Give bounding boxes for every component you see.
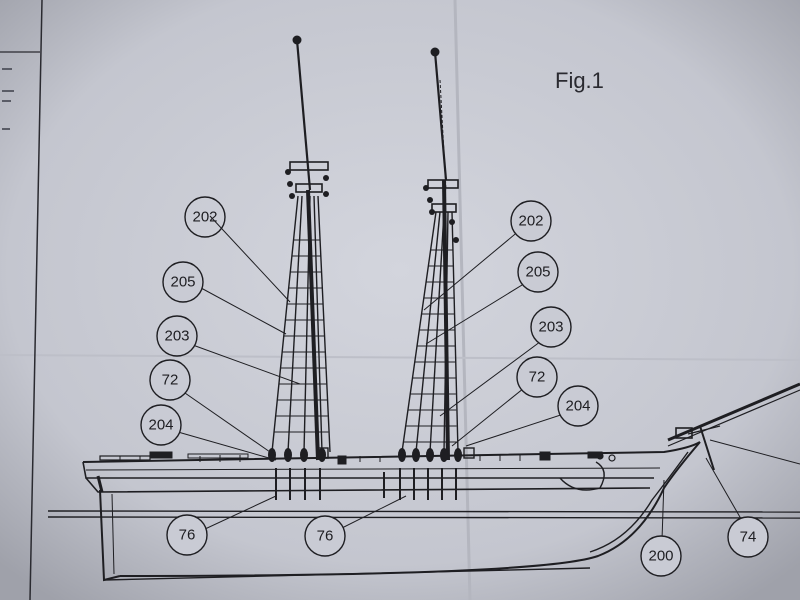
- callout-76-main: 76: [304, 515, 346, 557]
- margin-ink-marks: [2, 68, 14, 130]
- fold-crease: [453, 0, 472, 600]
- callout-203-main: 203: [530, 306, 572, 348]
- waterline: [47, 510, 800, 519]
- fore-ratlines: [274, 239, 329, 433]
- callout-label: 205: [525, 264, 550, 281]
- fold-crease: [0, 354, 800, 361]
- callout-205-fore: 205: [162, 261, 204, 303]
- callout-200: 200: [640, 535, 682, 577]
- rail-stanchions: [119, 455, 521, 462]
- callout-label: 72: [162, 372, 179, 389]
- callout-label: 72: [529, 369, 546, 386]
- fore-shrouds: [271, 195, 331, 453]
- hull: [82, 441, 701, 582]
- callout-label: 202: [192, 209, 217, 226]
- callouts: 202 205 203 72 204 202 205 203: [140, 196, 769, 577]
- callout-label: 204: [565, 398, 590, 415]
- callout-203-fore: 203: [156, 315, 198, 357]
- page-border: [29, 0, 43, 600]
- callout-label: 205: [170, 274, 195, 291]
- callout-205-main: 205: [517, 251, 559, 293]
- callout-label: 74: [740, 529, 757, 546]
- callout-label: 76: [317, 528, 334, 545]
- callout-74: 74: [727, 516, 769, 558]
- callout-204-main: 204: [557, 385, 599, 427]
- callout-label: 76: [179, 527, 196, 544]
- callout-204-fore: 204: [140, 404, 182, 446]
- callout-label: 203: [164, 328, 189, 345]
- callout-label: 202: [518, 213, 543, 230]
- callout-label: 203: [538, 319, 563, 336]
- callout-202-fore: 202: [184, 196, 226, 238]
- callout-label: 204: [148, 417, 173, 434]
- bowsprit: [667, 382, 800, 471]
- callout-72-main: 72: [516, 356, 558, 398]
- callout-72-fore: 72: [149, 359, 191, 401]
- figure-title: Fig.1: [555, 68, 604, 93]
- fore-pinrail: [317, 447, 475, 459]
- chainplates: [275, 468, 457, 500]
- callout-76-fore: 76: [166, 514, 208, 556]
- callout-label: 200: [648, 548, 673, 565]
- deck-fittings: [99, 451, 603, 465]
- callout-202-main: 202: [510, 200, 552, 242]
